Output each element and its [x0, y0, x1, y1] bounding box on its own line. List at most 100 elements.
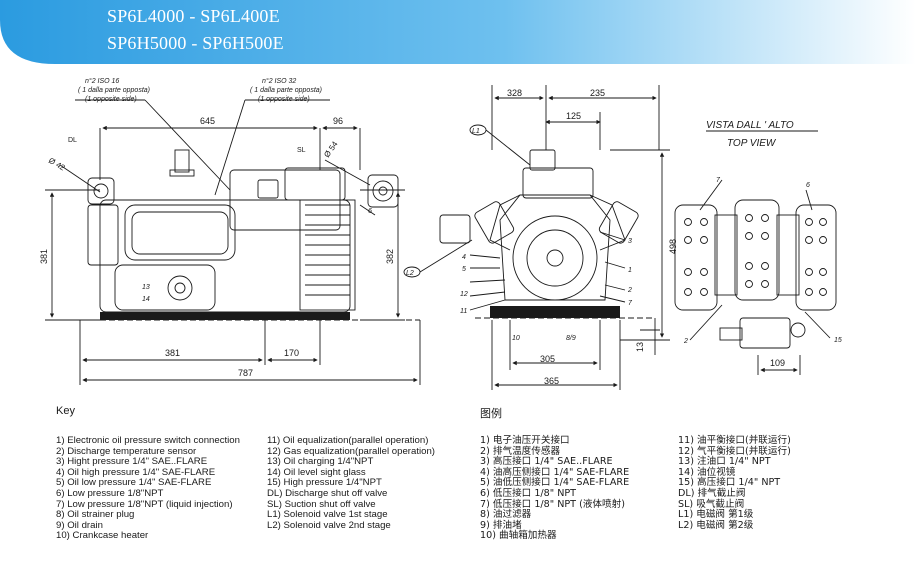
- dim-498: 498: [668, 239, 678, 254]
- dim-365: 365: [544, 376, 559, 386]
- key-item: 5) 油低压侧接口 1/4" SAE-FLARE: [480, 477, 630, 489]
- front-view: [403, 85, 670, 390]
- iso16-label-2: ( 1 dalla parte opposta): [78, 87, 150, 94]
- key-item: L1) Solenoid valve 1st stage: [267, 509, 388, 521]
- callout-15: 15: [834, 337, 842, 344]
- dim-381-vertical: 381: [39, 249, 49, 264]
- callout-5b: 7: [628, 300, 633, 307]
- key-item: 10) 曲轴箱加热器: [480, 530, 557, 542]
- side-view-labels: n°2 ISO 16 ( 1 dalla parte opposta) (1 o…: [78, 77, 322, 103]
- dim-42: Ø 42: [47, 156, 67, 173]
- iso32-label-3: (1 opposite side): [258, 96, 310, 103]
- key-item: 13) 注油口 1/4" NPT: [678, 456, 771, 468]
- dim-382-vertical: 382: [385, 249, 395, 264]
- key-column-chinese-2: 11) 油平衡接口(并联运行) 12) 气平衡接口(并联运行) 13) 注油口 …: [678, 435, 791, 531]
- callout-l2: L2: [406, 270, 414, 277]
- callout-11: 11: [460, 308, 467, 315]
- key-item: L2) Solenoid valve 2nd stage: [267, 519, 391, 531]
- key-item: SL) Suction shut off valve: [267, 498, 376, 510]
- key-item: 2) Discharge temperature sensor: [56, 445, 197, 457]
- iso16-label-3: (1 opposite side): [85, 96, 137, 103]
- dim-13: 13: [635, 342, 645, 352]
- top-view-bolts: [684, 214, 827, 296]
- dim-235: 235: [590, 88, 605, 98]
- iso32-label-2: ( 1 dalla parte opposta): [250, 87, 322, 94]
- key-item: 8) Oil strainer plug: [56, 509, 135, 521]
- top-view: [674, 130, 837, 375]
- callout-12: 12: [460, 291, 468, 298]
- technical-drawing: n°2 ISO 16 ( 1 dalla parte opposta) (1 o…: [39, 77, 842, 390]
- key-item: 1) Electronic oil pressure switch connec…: [56, 435, 240, 446]
- dim-125: 125: [566, 111, 581, 121]
- dim-sl: SL: [297, 147, 306, 154]
- key-item: 3) Hight pressure 1/4" SAE..FLARE: [56, 456, 208, 468]
- key-item: 3) 高压接口 1/4" SAE..FLARE: [480, 456, 613, 468]
- key-item: 4) 油高压侧接口 1/4" SAE-FLARE: [480, 466, 630, 478]
- callout-l1: L1: [472, 128, 480, 135]
- key-item: 12) Gas equalization(parallel operation): [267, 445, 435, 457]
- callout-7-top: 7: [716, 177, 721, 184]
- callout-5: 5: [462, 266, 466, 273]
- dim-328: 328: [507, 88, 522, 98]
- side-view-dimensions: 645 96 DL SL Ø 42 Ø 54 381 382 381 170 7…: [39, 116, 395, 378]
- callout-13: 13: [142, 284, 150, 291]
- dim-305: 305: [540, 354, 555, 364]
- view-label-english: TOP VIEW: [727, 138, 777, 149]
- key-item: L1) 电磁阀 第1级: [678, 509, 754, 521]
- key-item: 14) 油位视镜: [678, 466, 736, 478]
- front-view-labels: 328 235 125 498 305 365 13 L1 L2 4 5 12 …: [406, 88, 678, 386]
- callout-6-top: 6: [806, 182, 810, 189]
- key-column-chinese-1: 1) 电子油压开关接口 2) 排气温度传感器 3) 高压接口 1/4" SAE.…: [480, 435, 630, 542]
- key-item: 8) 油过滤器: [480, 509, 532, 521]
- callout-1: 2: [627, 287, 632, 294]
- side-view: [45, 99, 421, 385]
- key-item: 11) 油平衡接口(并联运行): [678, 435, 791, 446]
- key-item: DL) Discharge shut off valve: [267, 487, 388, 499]
- key-heading-chinese: 图例: [480, 407, 502, 420]
- model-title-line-1: SP6L4000 - SP6L400E: [107, 6, 280, 26]
- key-item: 12) 气平衡接口(并联运行): [678, 445, 791, 457]
- key-item: DL) 排气截止阀: [678, 487, 746, 499]
- dim-381-horizontal: 381: [165, 348, 180, 358]
- top-view-labels: VISTA DALL ' ALTO TOP VIEW 109 7 6 2 15: [683, 120, 842, 368]
- callout-6-side: 6: [368, 208, 372, 215]
- key-item: 7) 低压接口 1/8" NPT (液体喷射): [480, 498, 625, 510]
- key-item: 4) Oil high pressure 1/4" SAE-FLARE: [56, 466, 216, 478]
- key-item: 15) High pressure 1/4"NPT: [267, 477, 382, 489]
- key-item: 15) 高压接口 1/4" NPT: [678, 477, 781, 489]
- view-label-italian: VISTA DALL ' ALTO: [706, 120, 794, 131]
- iso16-label-1: n°2 ISO 16: [85, 77, 119, 85]
- key-item: 11) Oil equalization(parallel operation): [267, 435, 429, 446]
- title-banner: [0, 0, 916, 64]
- key-item: L2) 电磁阀 第2级: [678, 519, 754, 531]
- dim-54: Ø 54: [322, 139, 340, 159]
- callout-3: 3: [628, 238, 632, 245]
- key-item: 2) 排气温度传感器: [480, 445, 561, 457]
- iso32-label-1: n°2 ISO 32: [262, 77, 296, 85]
- callout-10: 10: [512, 335, 520, 342]
- dim-96: 96: [333, 116, 343, 126]
- callout-8-9: 8/9: [566, 335, 576, 342]
- callout-2-top: 2: [683, 338, 688, 345]
- callout-3b: 1: [628, 267, 632, 274]
- key-item: 7) Low pressure 1/8"NPT (liquid injectio…: [56, 498, 233, 510]
- key-item: 9) Oil drain: [56, 519, 103, 531]
- dim-dl: DL: [68, 137, 77, 144]
- key-item: 14) Oil level sight glass: [267, 466, 366, 478]
- key-item: 1) 电子油压开关接口: [480, 435, 570, 446]
- key-column-english-2: 11) Oil equalization(parallel operation)…: [267, 435, 435, 531]
- key-item: SL) 吸气截止阀: [678, 498, 745, 510]
- callout-4: 4: [462, 254, 466, 261]
- key-item: 13) Oil charging 1/4"NPT: [267, 456, 374, 468]
- key-item: 5) Oil low pressure 1/4" SAE-FLARE: [56, 477, 212, 489]
- key-item: 6) Low pressure 1/8"NPT: [56, 487, 164, 499]
- key-column-english-1: 1) Electronic oil pressure switch connec…: [56, 435, 240, 542]
- dim-645: 645: [200, 116, 215, 126]
- dim-109: 109: [770, 358, 785, 368]
- key-item: 9) 排油堵: [480, 519, 522, 531]
- key-heading-english: Key: [56, 405, 75, 417]
- dim-170: 170: [284, 348, 299, 358]
- key-item: 6) 低压接口 1/8" NPT: [480, 487, 577, 499]
- model-title-line-2: SP6H5000 - SP6H500E: [107, 33, 284, 53]
